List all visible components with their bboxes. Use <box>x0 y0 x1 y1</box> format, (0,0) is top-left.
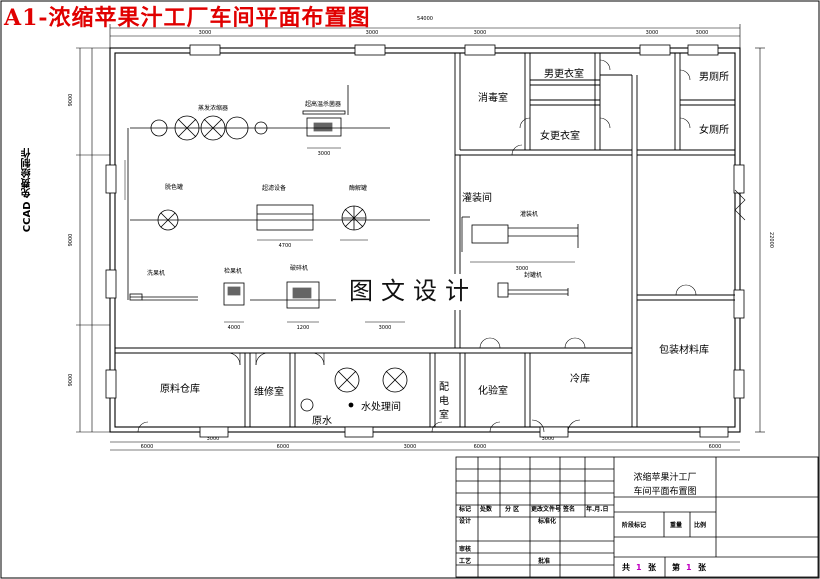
raw-water-tank <box>300 398 314 412</box>
doors <box>137 59 746 433</box>
dim-right-total: 22000 <box>768 232 774 248</box>
inspector-unit <box>223 282 245 306</box>
dim-left-1: 9000 <box>68 94 74 107</box>
dim-left-3: 9000 <box>68 374 74 387</box>
room-female-wc: 女厕所 <box>699 123 729 136</box>
tb-weight: 重量 <box>670 521 682 529</box>
water-tank-2 <box>382 367 408 393</box>
ultrafilter-unit <box>256 204 314 231</box>
dim-top-2: 3000 <box>366 30 379 36</box>
label-evaporator: 蒸发浓缩器 <box>198 104 228 112</box>
tb-sheet-a: 第 <box>672 562 680 572</box>
room-raw-store: 原料仓库 <box>160 382 200 395</box>
tb-total-a: 共 <box>622 562 630 572</box>
label-filler: 灌装机 <box>520 210 538 218</box>
equipment-dim-labels: 3000 4700 4000 1200 3000 3000 <box>228 151 529 331</box>
label-washer: 洗果机 <box>147 269 165 277</box>
room-filling: 灌装间 <box>462 191 492 204</box>
tb-zone: 分 区 <box>505 505 519 513</box>
watermark: 图文设计 <box>336 274 490 310</box>
dim-top-1: 3000 <box>199 30 212 36</box>
title-block <box>455 456 819 578</box>
tb-doc: 更改文件号 <box>531 505 561 513</box>
dim-bottom-4: 3000 <box>404 444 417 450</box>
eq-dim-4: 1200 <box>297 325 310 331</box>
dim-bottom-7: 6000 <box>709 444 722 450</box>
equipment-labels: 蒸发浓缩器 超高温杀菌器 脱色罐 超滤设备 酶解罐 灌装机 洗果机 检果机 破碎… <box>147 100 542 279</box>
room-packaging-store: 包装材料库 <box>659 343 709 356</box>
tb-total-n: 1 <box>636 563 642 572</box>
tb-approve: 批准 <box>538 557 550 565</box>
water-tank-1 <box>334 367 360 393</box>
dimension-labels: 54000 3000 3000 3000 3000 3000 9000 9000… <box>68 16 774 450</box>
tb-stage: 阶段标记 <box>622 521 646 529</box>
title-block-text: 浓缩苹果汁工厂 车间平面布置图 标记 处数 分 区 更改文件号 签名 年.月.日… <box>458 471 707 572</box>
room-power-2: 电 <box>439 394 449 407</box>
eq-dim-6: 3000 <box>516 266 529 272</box>
tb-name-2: 车间平面布置图 <box>633 485 696 497</box>
interior-walls <box>115 53 735 427</box>
dim-top-total: 54000 <box>417 16 433 22</box>
label-ultrafilter: 超滤设备 <box>262 184 286 192</box>
drawing-title: A1-浓缩苹果汁工厂车间平面布置图 <box>4 5 371 31</box>
room-disinfection: 消毒室 <box>478 91 508 104</box>
dim-top-5: 3000 <box>696 30 709 36</box>
room-lab: 化验室 <box>478 384 508 397</box>
room-cold-store: 冷库 <box>570 372 590 385</box>
tb-design: 设计 <box>459 517 471 525</box>
tb-sheet-b: 张 <box>698 563 707 572</box>
equipment-group <box>127 85 579 412</box>
dimension-lines <box>76 24 765 451</box>
tb-sheet-n: 1 <box>686 563 692 572</box>
room-water-treatment: 水处理间 <box>361 400 401 413</box>
tb-process: 工艺 <box>459 557 471 565</box>
label-enzyme-tank: 酶解罐 <box>349 184 367 192</box>
equipment-dims <box>124 147 575 323</box>
dim-bottom-5: 6000 <box>474 444 487 450</box>
dim-top-3: 3000 <box>474 30 487 36</box>
dim-bottom-6: 3000 <box>542 436 555 442</box>
filler-unit <box>471 224 509 244</box>
label-sterilizer: 超高温杀菌器 <box>305 100 341 108</box>
dim-left-2: 9000 <box>68 234 74 247</box>
eq-dim-2: 4700 <box>279 243 292 249</box>
tb-name-1: 浓缩苹果汁工厂 <box>633 471 696 483</box>
dim-top-4: 3000 <box>646 30 659 36</box>
eq-dim-3: 4000 <box>228 325 241 331</box>
room-labels: 消毒室 男更衣室 女更衣室 男厕所 女厕所 灌装间 原料仓库 维修室 水处理间 … <box>160 67 729 427</box>
room-power-3: 室 <box>439 408 449 421</box>
tb-date: 年.月.日 <box>586 505 609 513</box>
label-capper: 封罐机 <box>524 271 542 279</box>
windows <box>105 44 745 438</box>
room-female-locker: 女更衣室 <box>540 129 580 142</box>
room-male-locker: 男更衣室 <box>544 67 584 80</box>
label-decolor-tank: 脱色罐 <box>165 183 183 191</box>
capper-unit <box>497 282 509 298</box>
crusher-unit <box>286 281 320 309</box>
room-raw-water: 原水 <box>312 415 332 427</box>
tb-sign: 签名 <box>562 505 575 513</box>
label-inspector: 检果机 <box>224 267 242 275</box>
eq-dim-1: 3000 <box>318 151 331 157</box>
sterilizer-unit <box>306 117 342 137</box>
room-power-1: 配 <box>439 381 449 393</box>
dim-bottom-2: 3000 <box>207 436 220 442</box>
tb-total-b: 张 <box>648 563 657 572</box>
dim-bottom-1: 6000 <box>141 444 154 450</box>
tb-mark: 标记 <box>458 505 471 513</box>
label-crusher: 破碎机 <box>290 264 308 272</box>
dim-bottom-3: 6000 <box>277 444 290 450</box>
tb-std: 标准化 <box>537 517 556 525</box>
eq-dim-5: 3000 <box>379 325 392 331</box>
room-repair: 维修室 <box>254 385 284 398</box>
room-male-wc: 男厕所 <box>699 71 729 83</box>
tb-review: 审核 <box>459 545 471 553</box>
tb-scale: 比例 <box>694 521 706 529</box>
outer-walls <box>109 47 741 433</box>
tb-count: 处数 <box>479 505 493 513</box>
